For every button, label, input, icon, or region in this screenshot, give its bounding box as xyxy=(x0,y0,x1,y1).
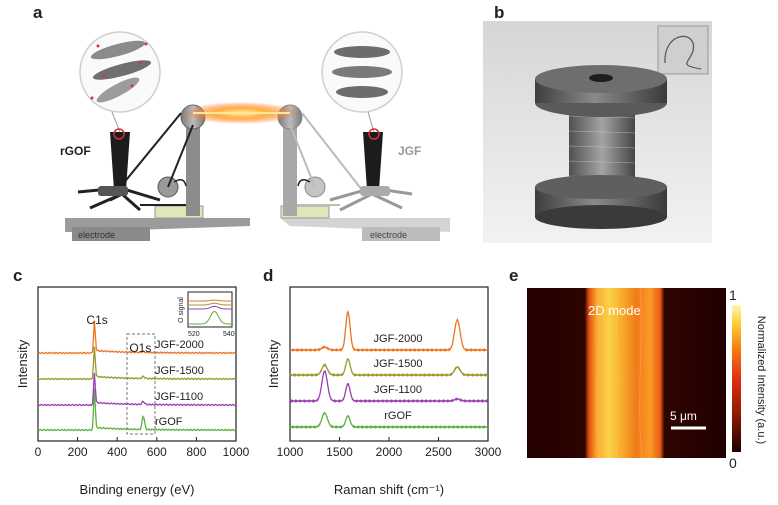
xps-plot-frame xyxy=(37,286,237,442)
right-fiber-cone xyxy=(363,132,383,190)
o1s-highlight-box xyxy=(126,333,156,435)
left-pillar xyxy=(186,116,200,216)
xps-y-axis-label: Intensity xyxy=(15,339,30,388)
left-fiber-cone xyxy=(110,132,130,190)
xps-x-tick-label: 600 xyxy=(147,445,167,459)
colorbar xyxy=(732,305,741,452)
xps-inset: O signal 520 540 xyxy=(178,291,235,338)
colorbar-label: Normalized Intensity (a.u.) xyxy=(755,316,767,444)
xps-x-tick-label: 200 xyxy=(68,445,88,459)
xps-series-label: JGF-2000 xyxy=(155,339,204,351)
xps-inset-line xyxy=(188,310,232,325)
xps-inset-line xyxy=(188,299,232,302)
rgof-sheets-icon xyxy=(90,40,152,103)
spool-photo xyxy=(483,21,712,243)
spool-hole xyxy=(589,74,613,82)
panel-letter-b: b xyxy=(494,3,505,22)
rgof-zoom-target xyxy=(113,128,125,140)
rgof-label: rGOF xyxy=(60,144,91,158)
raman-x-tick-label: 1500 xyxy=(326,445,353,459)
colorbar-min-label: 0 xyxy=(729,455,737,471)
raman-map-image xyxy=(527,288,726,458)
map-annotation: 2D mode xyxy=(588,303,641,318)
raman-series-label: JGF-2000 xyxy=(374,333,423,345)
raman-map: 2D mode 5 μm 1 0 Normalized Intensity (a… xyxy=(527,287,767,471)
raman-x-tick-label: 1000 xyxy=(277,445,304,459)
xps-series-line xyxy=(37,373,237,407)
raman-x-tick-label: 2500 xyxy=(425,445,452,459)
left-spool-stand xyxy=(77,186,161,212)
xps-series-label: JGF-1100 xyxy=(155,391,203,403)
fiber-inset-photo xyxy=(657,25,709,75)
xps-inset-ylabel: O signal xyxy=(178,297,185,323)
xps-x-axis-label: Binding energy (eV) xyxy=(80,482,195,497)
left-fiber-path xyxy=(117,112,194,206)
xps-series-label: JGF-1500 xyxy=(155,365,204,377)
right-electrode xyxy=(362,227,440,241)
right-electrode-label: electrode xyxy=(370,230,407,240)
panel-letter-d: d xyxy=(263,266,274,285)
raman-x-axis-label: Raman shift (cm⁻¹) xyxy=(334,482,444,497)
xps-peak-label: O1s xyxy=(129,341,151,355)
raman-series-label: rGOF xyxy=(384,410,412,422)
xps-chart: O signal 520 540 rGOF JGF-1100 JGF-1500 JGF… xyxy=(15,286,250,497)
raman-x-tick-label: 2000 xyxy=(376,445,403,459)
xps-x-tick-label: 0 xyxy=(35,445,42,459)
xps-inset-tick-label: 540 xyxy=(223,331,235,338)
jgf-zoom-target xyxy=(368,128,380,140)
panel-letter-e: e xyxy=(509,266,519,285)
raman-series-line xyxy=(289,357,489,378)
xps-peak-label: C1s xyxy=(86,313,107,327)
xps-series-line xyxy=(37,388,237,432)
raman-series-label: JGF-1100 xyxy=(374,384,422,396)
left-rotation-arrow-icon xyxy=(173,179,187,187)
left-electrode xyxy=(72,227,150,241)
right-rotation-arrow-icon xyxy=(297,179,311,187)
raman-series-label: JGF-1500 xyxy=(374,358,423,370)
scale-bar-label: 5 μm xyxy=(670,409,697,423)
raman-series-line xyxy=(289,370,489,404)
panel-letter-c: c xyxy=(13,266,23,285)
panel-letter-a: a xyxy=(33,3,43,22)
left-electrode-label: electrode xyxy=(78,230,115,240)
xps-series-line xyxy=(37,320,237,355)
right-spool-stand xyxy=(329,186,413,212)
raman-series-line xyxy=(289,309,489,353)
xps-series-label: rGOF xyxy=(155,416,183,428)
fiber-loop-icon xyxy=(664,35,702,70)
jgf-sheets-icon xyxy=(332,46,392,98)
xps-x-tick-label: 1000 xyxy=(223,445,250,459)
colorbar-max-label: 1 xyxy=(729,287,737,303)
jgf-label: JGF xyxy=(398,144,421,158)
xps-inset-tick-label: 520 xyxy=(188,331,200,338)
right-fiber-path xyxy=(289,112,363,206)
xps-x-tick-label: 800 xyxy=(186,445,206,459)
xps-x-tick-label: 400 xyxy=(107,445,127,459)
xps-inset-line xyxy=(188,302,232,306)
raman-series-line xyxy=(289,411,489,430)
raman-chart: rGOF JGF-1100 JGF-1500 JGF-2000 1000 1500 200… xyxy=(266,286,502,497)
xps-inset-line xyxy=(188,305,232,310)
right-pillar xyxy=(283,116,297,216)
xps-series-line xyxy=(37,346,237,381)
raman-x-tick-label: 3000 xyxy=(475,445,502,459)
raman-y-axis-label: Intensity xyxy=(266,339,281,388)
